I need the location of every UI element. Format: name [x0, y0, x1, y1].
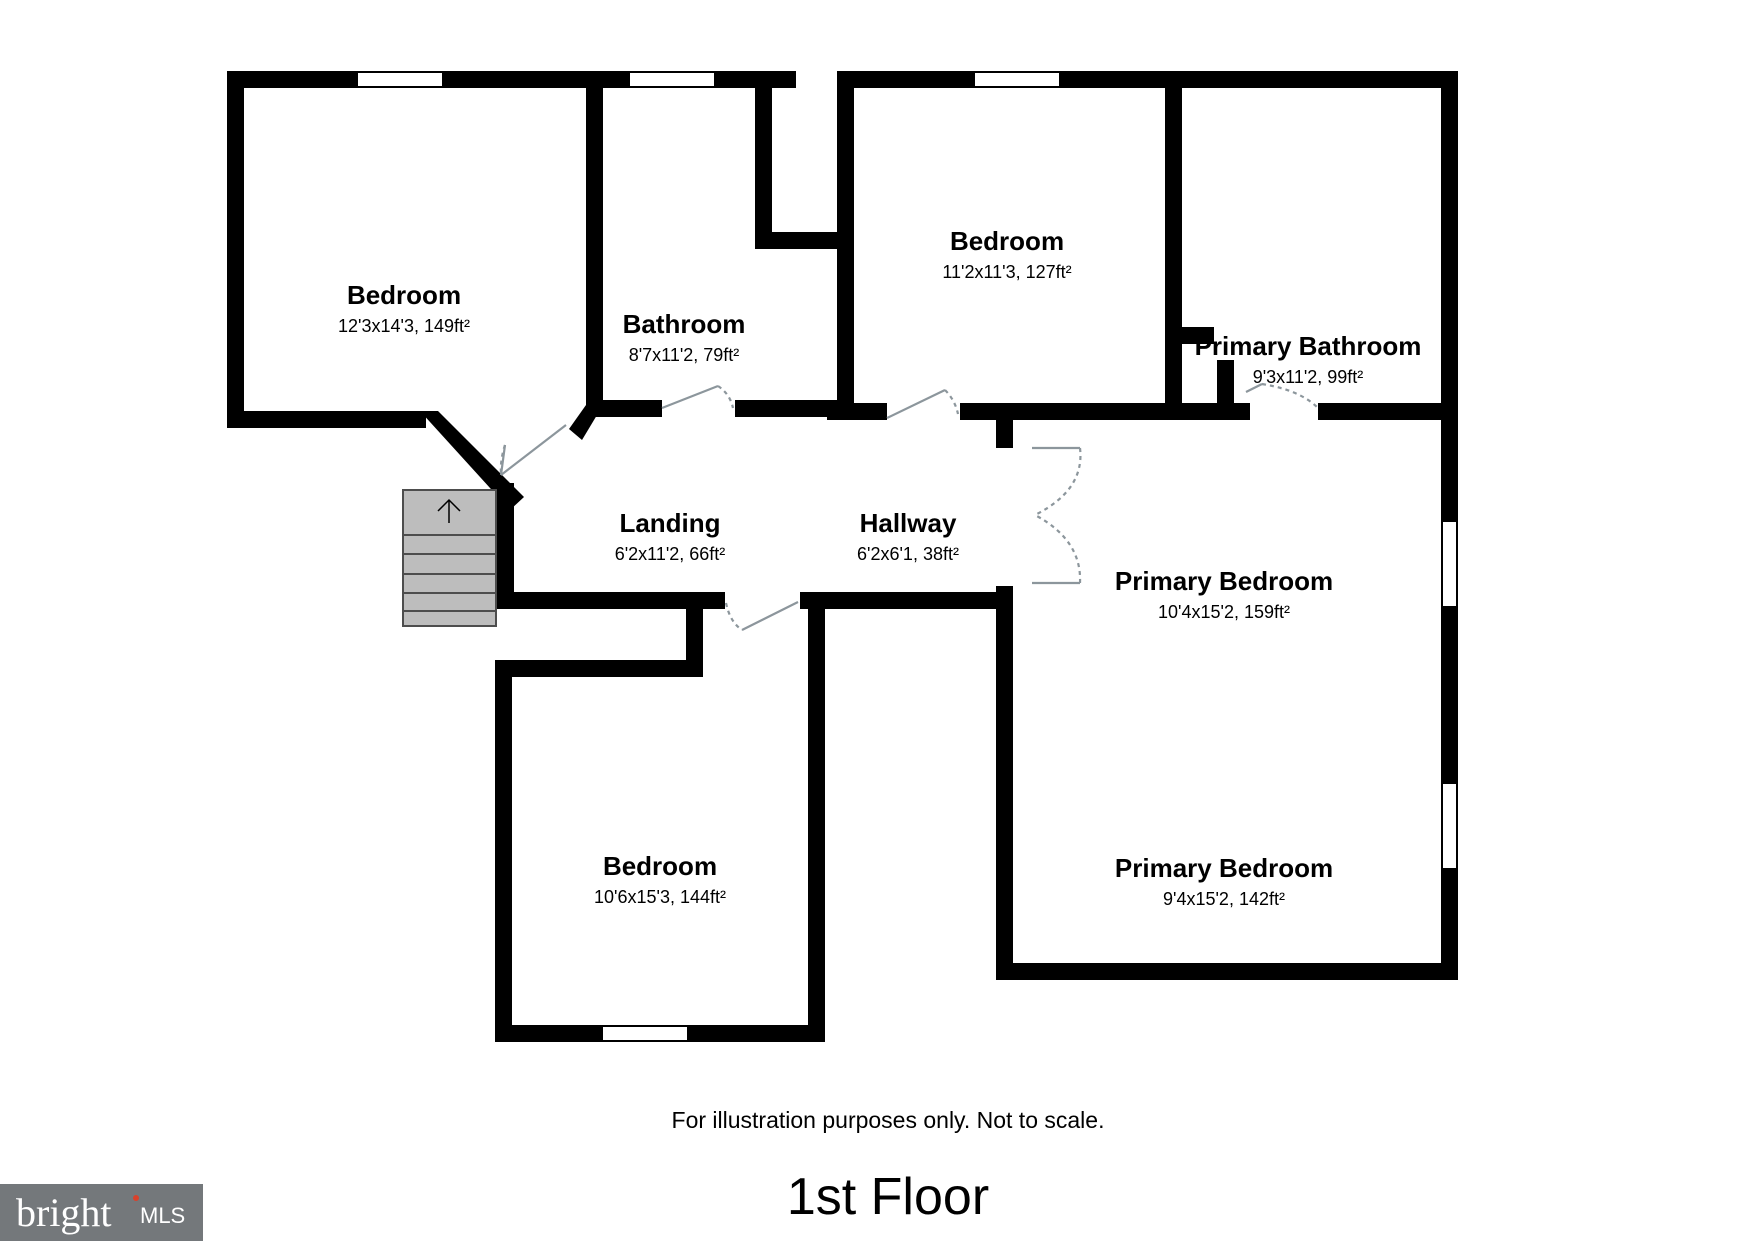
- doors: [499, 382, 1319, 631]
- windows: [358, 73, 1456, 1040]
- bedroom-walls-top-left: [227, 71, 796, 510]
- disclaimer-text: For illustration purposes only. Not to s…: [671, 1107, 1105, 1133]
- room-dimensions-primary-bathroom: 9'3x11'2, 99ft²: [1252, 367, 1364, 387]
- logo-mls-text: MLS: [140, 1203, 186, 1228]
- landing-and-bottom-bedroom-walls: [495, 483, 1013, 1042]
- room-dimensions-bedroom-bottom: 10'6x15'3, 144ft²: [594, 887, 726, 907]
- room-name-hallway: Hallway: [859, 508, 957, 538]
- room-name-bedroom-top-middle: Bedroom: [949, 226, 1065, 256]
- room-name-primary-bedroom-upper: Primary Bedroom: [1114, 566, 1334, 596]
- room-dimensions-landing: 6'2x11'2, 66ft²: [614, 544, 726, 564]
- room-dimensions-bedroom-top-middle: 11'2x11'3, 127ft²: [942, 262, 1072, 282]
- bathroom-walls: [586, 71, 847, 417]
- room-name-landing: Landing: [619, 508, 721, 538]
- bedroom-walls-top-middle: [827, 71, 1458, 448]
- room-name-primary-bedroom-lower: Primary Bedroom: [1114, 853, 1334, 883]
- stair-arrow-icon: [437, 498, 461, 523]
- room-dimensions-primary-bedroom-lower: 9'4x15'2, 142ft²: [1163, 889, 1285, 909]
- room-dimensions-hallway: 6'2x6'1, 38ft²: [857, 544, 959, 564]
- room-name-bathroom: Bathroom: [622, 309, 746, 339]
- room-dimensions-primary-bedroom-upper: 10'4x15'2, 159ft²: [1158, 602, 1290, 622]
- logo-dot-icon: [133, 1195, 139, 1201]
- logo-wordmark: bright: [16, 1190, 112, 1235]
- bright-mls-logo: bright MLS: [0, 1184, 203, 1241]
- room-dimensions-bathroom: 8'7x11'2, 79ft²: [628, 345, 740, 365]
- floor-title: 1st Floor: [786, 1168, 990, 1226]
- room-name-primary-bathroom: Primary Bathroom: [1194, 331, 1422, 361]
- room-name-bedroom-bottom: Bedroom: [602, 851, 718, 881]
- room-name-bedroom-top-left: Bedroom: [346, 280, 462, 310]
- room-dimensions-bedroom-top-left: 12'3x14'3, 149ft²: [338, 316, 470, 336]
